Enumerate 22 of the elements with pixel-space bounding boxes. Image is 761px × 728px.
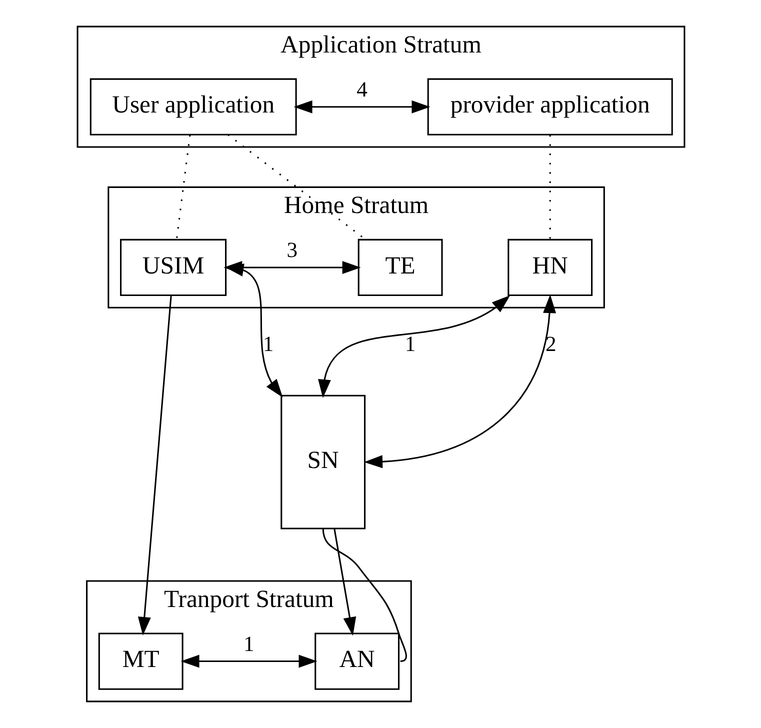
arrow xyxy=(180,654,317,668)
arrow xyxy=(364,294,556,468)
node-box: User application xyxy=(89,78,296,136)
connector xyxy=(322,528,406,662)
edge-label: 1 xyxy=(243,632,254,656)
node-box: HN xyxy=(507,238,592,296)
edge-label: 2 xyxy=(544,332,556,356)
arrow xyxy=(318,295,510,398)
arrow xyxy=(137,296,172,636)
node-box: SN xyxy=(280,394,366,530)
node-box: provider application xyxy=(426,78,672,136)
arrow xyxy=(333,528,356,636)
edge-label: 4 xyxy=(356,77,367,102)
edge-label: 3 xyxy=(286,238,298,262)
connector xyxy=(175,135,190,240)
node-box: USIM xyxy=(120,238,226,296)
edge-label: 1 xyxy=(262,332,274,356)
node-box: AN xyxy=(314,632,400,690)
arrow xyxy=(293,100,430,114)
node-box: MT xyxy=(98,632,183,690)
edge-label: 1 xyxy=(404,332,416,356)
node-box: TE xyxy=(357,238,442,296)
